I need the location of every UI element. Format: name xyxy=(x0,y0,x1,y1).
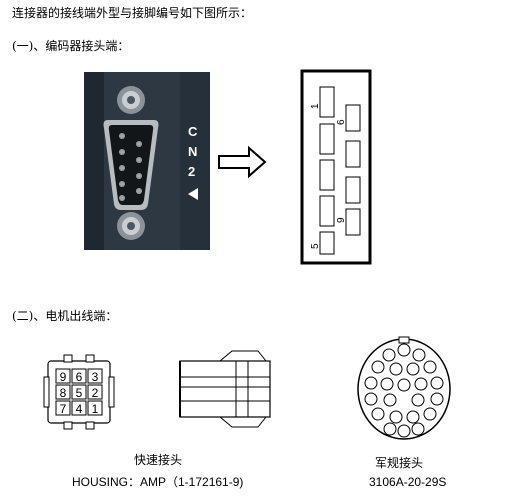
quick-connector-front: 9 6 3 8 5 2 7 4 1 xyxy=(43,354,115,430)
quick-connector-caption: 快速接头 xyxy=(134,453,183,467)
military-connector-model: 3106A-20-29S xyxy=(369,475,447,489)
section-motor-heading: (二)、电机出线端： xyxy=(12,309,118,323)
quick-pin-9: 9 xyxy=(60,370,67,384)
photo-arrow-icon xyxy=(188,188,198,200)
encoder-pinout-diagram: 1 5 6 9 xyxy=(300,69,372,265)
military-connector-caption: 军规接头 xyxy=(375,456,424,470)
quick-connector-housing: HOUSING：AMP（1-172161-9) xyxy=(72,475,244,489)
military-connector-face xyxy=(357,336,451,440)
photo-label-n: N xyxy=(188,144,197,159)
quick-pin-1: 1 xyxy=(92,402,99,416)
quick-pin-5: 5 xyxy=(76,386,83,400)
pin-label-6: 6 xyxy=(336,119,347,125)
quick-pin-2: 2 xyxy=(92,386,99,400)
encoder-connector-photo: C N 2 xyxy=(84,72,210,250)
quick-pin-4: 4 xyxy=(76,402,83,416)
pin-label-1: 1 xyxy=(310,103,321,109)
photo-label-c: C xyxy=(188,124,198,139)
arrow-right-icon xyxy=(218,145,267,179)
pin-label-5: 5 xyxy=(310,243,321,249)
quick-pin-3: 3 xyxy=(92,370,99,384)
intro-text: 连接器的接线端外型与接脚编号如下图所示： xyxy=(12,6,253,20)
photo-label-2: 2 xyxy=(188,164,195,179)
quick-pin-7: 7 xyxy=(60,402,67,416)
quick-connector-side xyxy=(179,350,271,428)
quick-pin-8: 8 xyxy=(60,386,67,400)
quick-pin-6: 6 xyxy=(76,370,83,384)
section-encoder-heading: (一)、编码器接头端： xyxy=(12,39,130,53)
pin-label-9: 9 xyxy=(336,217,347,223)
